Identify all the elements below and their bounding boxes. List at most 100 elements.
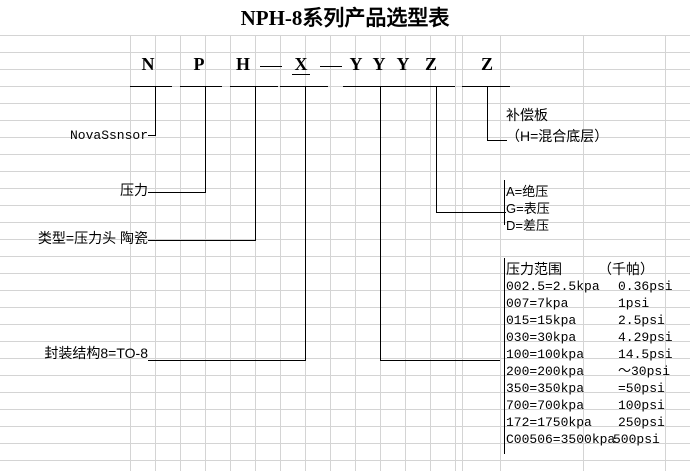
callout-pressure-type-gauge: G=表压 (506, 201, 550, 216)
code-underbar-z-comp (462, 86, 510, 87)
pressure-range-code: 100=100kpa (506, 347, 585, 362)
pressure-range-psi: 4.29psi (618, 330, 673, 345)
code-separator-dash (260, 66, 282, 67)
gridline-horizontal (0, 171, 690, 172)
code-underbar-y-group (343, 86, 455, 87)
pressure-range-psi: ～30psi (618, 364, 671, 379)
pressure-range-code: 015=15kpa (506, 313, 577, 328)
pressure-range-psi: 2.5psi (618, 313, 665, 328)
gridline-horizontal (0, 460, 690, 461)
gridline-vertical (180, 35, 181, 471)
gridline-horizontal (0, 35, 690, 36)
pressure-range-psi: 250psi (618, 415, 665, 430)
leader-v-brand (155, 86, 156, 135)
gridline-horizontal (0, 222, 690, 223)
gridline-horizontal (0, 205, 690, 206)
code-char-h-2: H (235, 54, 250, 74)
leader-v-type (255, 86, 256, 240)
gridline-vertical (665, 35, 666, 471)
code-char-y-7: Y (372, 54, 386, 74)
gridline-horizontal (0, 137, 690, 138)
leader-h-brand (148, 135, 156, 136)
gridline-horizontal (0, 409, 690, 410)
leader-h-pressure-type (436, 212, 506, 213)
code-char-p-1: P (193, 54, 205, 74)
gridline-horizontal (0, 120, 690, 121)
code-underbar-h (230, 86, 278, 87)
gridline-vertical (405, 35, 406, 471)
gridline-vertical (280, 35, 281, 471)
pressure-range-code: 350=350kpa (506, 381, 585, 396)
gridline-vertical (430, 35, 431, 471)
gridline-horizontal (0, 392, 690, 393)
rule-pressure-type-block (504, 180, 505, 225)
callout-type: 类型=压力头 陶瓷 (37, 230, 148, 246)
leader-v-package (305, 86, 306, 360)
gridline-horizontal (0, 307, 690, 308)
pressure-range-psi: =50psi (618, 381, 665, 396)
gridline-horizontal (0, 256, 690, 257)
code-underbar-n (130, 86, 172, 87)
gridline-vertical (583, 35, 584, 471)
gridline-vertical (455, 35, 456, 471)
code-char-z-9: Z (424, 54, 437, 74)
pressure-range-heading-left: 压力范围 (506, 261, 562, 277)
code-char-y-8: Y (396, 54, 410, 74)
gridline-vertical (330, 35, 331, 471)
callout-pressure-type-differential: D=差压 (506, 218, 549, 233)
gridline-horizontal (0, 324, 690, 325)
pressure-range-code: 002.5=2.5kpa (506, 279, 600, 294)
gridline-horizontal (0, 375, 690, 376)
gridline-vertical (205, 35, 206, 471)
callout-package: 封装结构8=TO-8 (44, 345, 148, 361)
pressure-range-code: C00506=3500kpa (506, 432, 616, 447)
pressure-range-code: 007=7kpa (506, 296, 569, 311)
gridline-horizontal (0, 290, 690, 291)
pressure-range-code: 200=200kpa (506, 364, 585, 379)
pressure-range-psi: 500psi (613, 432, 660, 447)
code-underbar-p (180, 86, 222, 87)
gridline-vertical (155, 35, 156, 471)
gridline-horizontal (0, 52, 690, 53)
gridline-horizontal (0, 69, 690, 70)
leader-v-compensation (487, 86, 488, 140)
code-char-z-10: Z (480, 54, 493, 74)
leader-v-pressure-type (436, 86, 437, 212)
gridline-vertical (130, 35, 131, 471)
leader-v-pressure-range (380, 86, 381, 360)
leader-h-package (148, 360, 306, 361)
pressure-range-psi: 0.36psi (618, 279, 673, 294)
gridline-horizontal (0, 188, 690, 189)
callout-compensation-line2: （H=混合底层） (506, 128, 609, 144)
gridline-horizontal (0, 239, 690, 240)
leader-h-type (148, 240, 256, 241)
code-char-y-6: Y (349, 54, 363, 74)
gridline-horizontal (0, 341, 690, 342)
gridline-horizontal (0, 103, 690, 104)
code-underbar-x (280, 86, 328, 87)
callout-brand: NovaSsnsor (69, 128, 148, 143)
gridline-vertical (462, 35, 463, 471)
pressure-range-code: 030=30kpa (506, 330, 577, 345)
pressure-range-heading-right: （千帕） (598, 261, 654, 277)
gridline-vertical (230, 35, 231, 471)
code-separator-dash (320, 66, 342, 67)
leader-h-pressure (148, 192, 206, 193)
gridline-horizontal (0, 426, 690, 427)
gridline-horizontal (0, 358, 690, 359)
rule-pressure-range-block (504, 258, 505, 454)
pressure-range-psi: 1psi (618, 296, 650, 311)
pressure-range-code: 172=1750kpa (506, 415, 592, 430)
code-char-x-variable: X (292, 55, 310, 75)
pressure-range-psi: 14.5psi (618, 347, 673, 362)
gridline-horizontal (0, 443, 690, 444)
gridline-horizontal (0, 154, 690, 155)
callout-pressure-type-absolute: A=绝压 (506, 184, 549, 199)
pressure-range-psi: 100psi (618, 398, 665, 413)
code-char-n-0: N (141, 54, 155, 74)
leader-h-compensation (487, 140, 507, 141)
leader-h-pressure-range (380, 360, 500, 361)
leader-v-pressure (205, 86, 206, 192)
gridline-vertical (255, 35, 256, 471)
